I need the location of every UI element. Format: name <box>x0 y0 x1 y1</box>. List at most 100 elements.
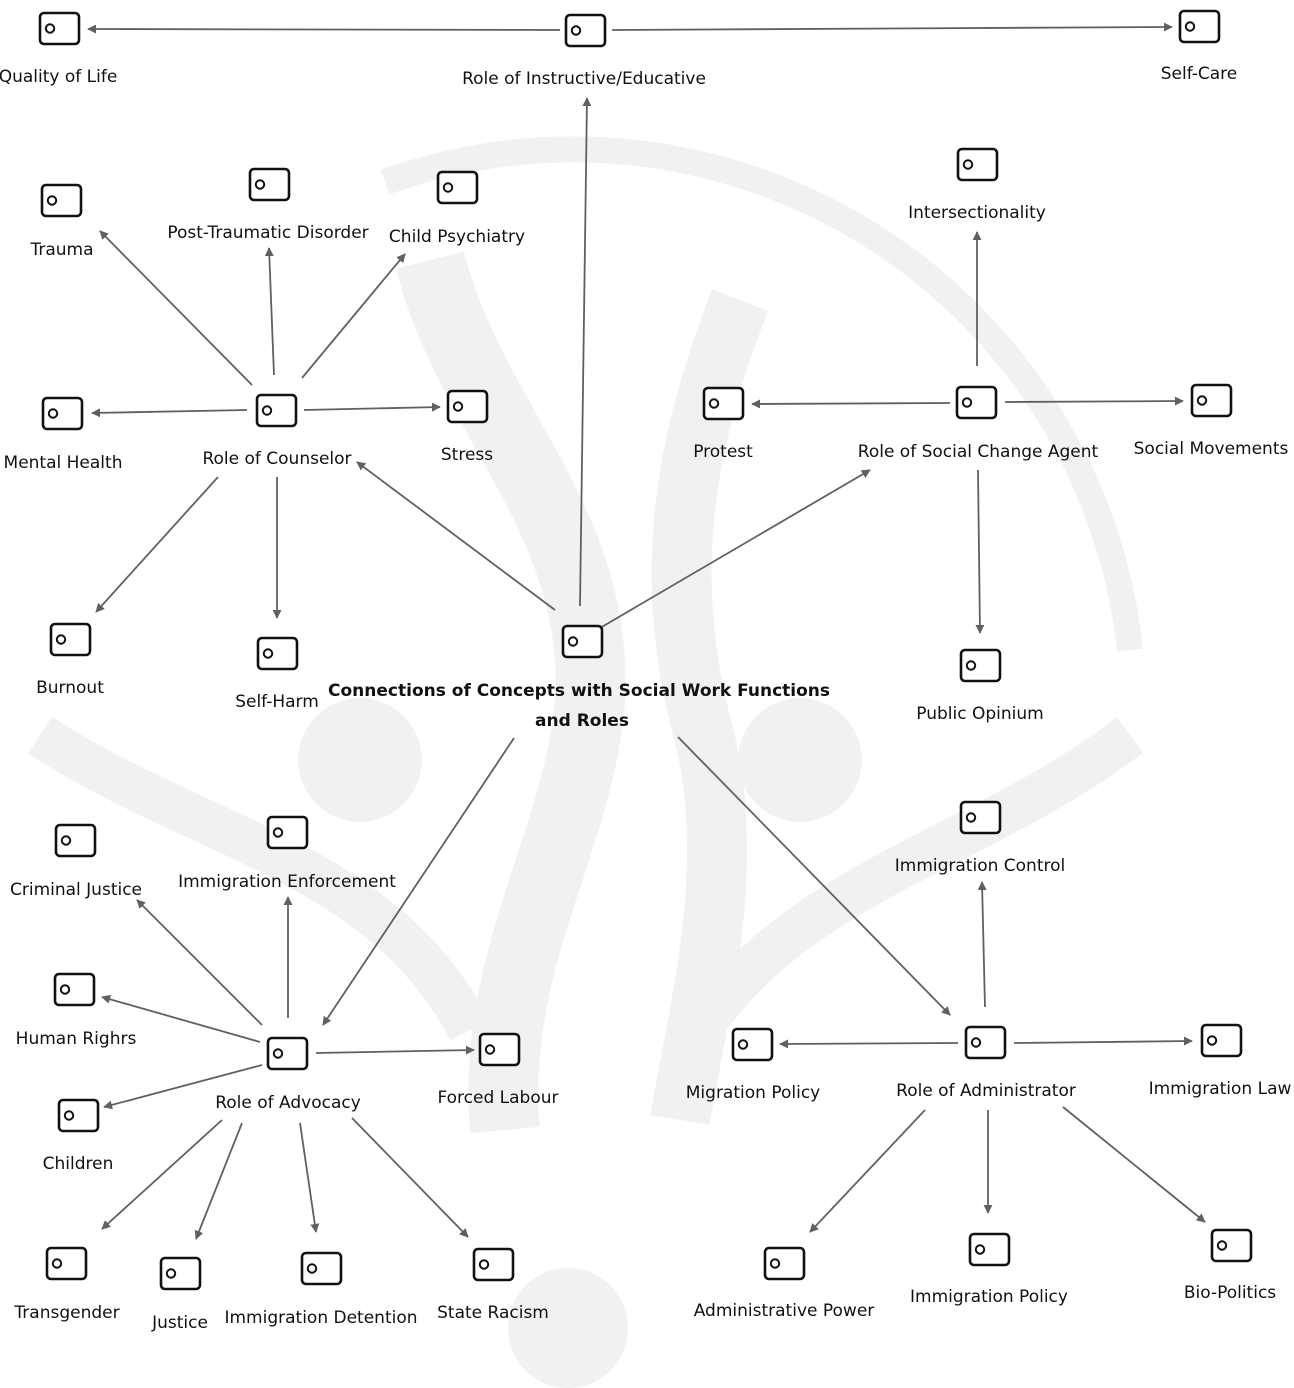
concept-label: Criminal Justice <box>10 880 142 900</box>
node-icon <box>956 147 999 182</box>
node-icon <box>266 1036 309 1071</box>
node-icon <box>256 636 299 671</box>
node-human-rights[interactable]: Human Righrs <box>16 972 137 1049</box>
node-bio-politics[interactable]: Bio-Politics <box>1184 1228 1276 1303</box>
node-state-racism[interactable]: State Racism <box>437 1247 549 1323</box>
edge-center-instructive <box>579 97 592 607</box>
node-child-psychiatry[interactable]: Child Psychiatry <box>389 170 525 247</box>
edge-admin-biopolitics <box>1062 1106 1206 1223</box>
role-label: Role of Counselor <box>202 449 351 469</box>
edge-socialchange-protest <box>751 399 951 409</box>
edge-advocacy-humanrights <box>101 994 261 1043</box>
node-icon <box>41 396 84 431</box>
node-forced-labour[interactable]: Forced Labour <box>437 1032 559 1108</box>
node-role-instructive[interactable]: Role of Instructive/Educative <box>462 13 706 89</box>
concept-label: Immigration Enforcement <box>178 872 396 892</box>
node-migration-policy[interactable]: Migration Policy <box>686 1027 820 1103</box>
node-immigration-policy[interactable]: Immigration Policy <box>910 1232 1068 1307</box>
edge-advocacy-transgender <box>101 1119 223 1230</box>
diagram-edges <box>87 22 1206 1240</box>
concept-label: Human Righrs <box>16 1029 137 1049</box>
concept-label: Self-Care <box>1161 64 1238 84</box>
concept-label: State Racism <box>437 1303 549 1323</box>
edge-advocacy-detention <box>299 1122 320 1233</box>
edge-center-counselor <box>356 461 556 611</box>
edge-counselor-trauma <box>99 230 253 386</box>
node-immigration-detention[interactable]: Immigration Detention <box>224 1251 418 1328</box>
concept-label: Self-Harm <box>235 692 319 712</box>
concept-label: Intersectionality <box>908 203 1046 223</box>
node-role-advocacy[interactable]: Role of Advocacy <box>215 1036 361 1113</box>
node-stress[interactable]: Stress <box>441 389 493 465</box>
edge-center-socialchange <box>599 469 871 629</box>
node-role-social-change[interactable]: Role of Social Change Agent <box>858 385 1099 462</box>
concept-label: Justice <box>151 1313 208 1333</box>
node-self-care[interactable]: Self-Care <box>1161 9 1238 84</box>
node-icon <box>1190 383 1233 418</box>
node-icon <box>300 1251 343 1286</box>
edge-counselor-mentalhealth <box>91 408 248 418</box>
role-label: Role of Advocacy <box>215 1093 361 1113</box>
node-immigration-law[interactable]: Immigration Law <box>1149 1023 1292 1099</box>
edge-advocacy-justice <box>194 1122 243 1240</box>
concept-label: Mental Health <box>4 453 123 473</box>
node-icon <box>248 167 291 202</box>
node-icon <box>40 183 83 218</box>
node-immigration-enforcement[interactable]: Immigration Enforcement <box>178 815 396 892</box>
node-transgender[interactable]: Transgender <box>13 1246 120 1323</box>
edge-center-advocacy <box>322 737 515 1026</box>
concept-label: Public Opinium <box>916 704 1043 724</box>
node-icon <box>1178 9 1221 44</box>
edge-instructive-quality <box>87 24 561 34</box>
edge-counselor-ptsd <box>264 247 275 376</box>
node-icon <box>478 1032 521 1067</box>
node-public-opinium[interactable]: Public Opinium <box>916 648 1044 724</box>
node-self-harm[interactable]: Self-Harm <box>235 636 319 712</box>
edge-advocacy-forcedlabour <box>315 1045 475 1055</box>
node-role-counselor[interactable]: Role of Counselor <box>202 393 352 469</box>
node-criminal-justice[interactable]: Criminal Justice <box>10 823 142 900</box>
concept-label: Post-Traumatic Disorder <box>167 223 368 243</box>
concept-label: Forced Labour <box>437 1088 558 1108</box>
node-quality-of-life[interactable]: Quality of Life <box>0 11 117 87</box>
diagram-nodes: Connections of Concepts with Social Work… <box>0 9 1292 1333</box>
role-label: Role of Social Change Agent <box>858 442 1099 462</box>
edge-socialchange-movements <box>1004 396 1184 406</box>
node-center[interactable]: Connections of Concepts with Social Work… <box>328 624 836 731</box>
node-intersectionality[interactable]: Intersectionality <box>908 147 1046 223</box>
node-protest[interactable]: Protest <box>693 386 753 462</box>
node-justice[interactable]: Justice <box>151 1256 208 1333</box>
node-mental-health[interactable]: Mental Health <box>4 396 123 473</box>
edge-admin-control <box>977 881 987 1008</box>
node-ptsd[interactable]: Post-Traumatic Disorder <box>167 167 369 243</box>
concept-label: Protest <box>693 442 753 462</box>
node-icon <box>1210 1228 1253 1263</box>
concept-label: Quality of Life <box>0 67 117 87</box>
node-icon <box>763 1246 806 1281</box>
node-burnout[interactable]: Burnout <box>36 622 104 698</box>
edge-admin-adminpower <box>809 1109 926 1233</box>
node-administrative-power[interactable]: Administrative Power <box>694 1246 875 1321</box>
concept-label: Migration Policy <box>686 1083 820 1103</box>
node-icon <box>955 385 998 420</box>
node-icon <box>57 1098 100 1133</box>
node-immigration-control[interactable]: Immigration Control <box>895 800 1065 876</box>
node-icon <box>54 823 97 858</box>
concept-label: Immigration Policy <box>910 1287 1068 1307</box>
role-label: Role of Instructive/Educative <box>462 69 706 89</box>
node-trauma[interactable]: Trauma <box>29 183 94 260</box>
node-icon <box>959 800 1002 835</box>
edge-socialchange-public <box>975 469 985 634</box>
concept-label: Social Movements <box>1134 439 1289 459</box>
concept-label: Immigration Law <box>1149 1079 1292 1099</box>
node-role-administrator[interactable]: Role of Administrator <box>896 1025 1076 1101</box>
node-children[interactable]: Children <box>43 1098 114 1174</box>
edge-counselor-stress <box>303 402 441 412</box>
node-icon <box>964 1025 1007 1060</box>
node-icon <box>968 1232 1011 1267</box>
concept-label: Stress <box>441 445 493 465</box>
node-social-movements[interactable]: Social Movements <box>1134 383 1289 459</box>
node-icon <box>53 972 96 1007</box>
